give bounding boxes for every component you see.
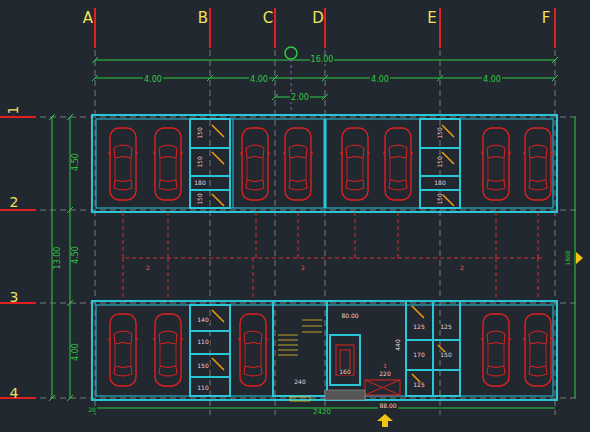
axis-tick [0, 8, 555, 398]
dimension: 4.00 [370, 76, 390, 84]
axis-label: 1 [6, 105, 20, 116]
dimension: 2.00 [290, 94, 310, 102]
north-mark [285, 47, 297, 59]
entrance-arrow [377, 414, 393, 427]
axis-line [291, 59, 292, 112]
dimension: 4.50 [72, 245, 80, 265]
room-size: 150 [439, 352, 452, 358]
room-size: 170 [412, 352, 425, 358]
axis-label: B [197, 11, 209, 26]
drain-line [123, 212, 545, 301]
ramp [325, 390, 365, 400]
room-size: 150 [196, 363, 209, 369]
callout-number: 2 [300, 265, 306, 271]
room-size: 240 [293, 379, 306, 385]
door [212, 125, 454, 386]
axis-label: C [262, 11, 274, 26]
room-size: 440 [395, 338, 401, 351]
car [108, 128, 553, 386]
room-size: 150 [197, 155, 203, 168]
entrance-arrow [576, 252, 583, 264]
dimension: 1860 [565, 249, 571, 266]
dimension: 16.00 [310, 56, 335, 64]
room-size: 140 [196, 317, 209, 323]
axis-label: A [82, 11, 94, 26]
room-size: 180 [193, 180, 206, 186]
room-size: 125 [439, 324, 452, 330]
axis-label: 2 [9, 195, 20, 209]
room-size: 125 [412, 324, 425, 330]
axis-label: 4 [9, 386, 20, 400]
callout-number: 2 [459, 265, 465, 271]
level-mark: 80.00 [340, 313, 359, 319]
elevator [336, 345, 400, 395]
dimension: 4.50 [72, 152, 80, 172]
room-size: 125 [412, 382, 425, 388]
room-size: 150 [437, 192, 443, 205]
axis-label: 3 [9, 290, 20, 304]
room-size: 110 [196, 339, 209, 345]
room-size: 160 [338, 369, 351, 375]
dimension: 2420 [312, 409, 332, 416]
dimension: 20 [87, 407, 97, 413]
dimension: 4.00 [249, 76, 269, 84]
level-mark: 88.00 [378, 403, 397, 409]
room-size: 150 [197, 126, 203, 139]
callout-number: 2 [145, 265, 151, 271]
dimension: 4.00 [482, 76, 502, 84]
axis-label: F [541, 11, 552, 26]
room-size: 150 [437, 155, 443, 168]
grid-line [30, 50, 580, 415]
dimension: 4.00 [72, 342, 80, 362]
dimension: 13.00 [54, 246, 62, 271]
axis-label: E [426, 11, 437, 26]
room-size: 220 [378, 371, 391, 377]
stair [278, 320, 322, 401]
room-size: 150 [437, 126, 443, 139]
axis-label: D [311, 11, 325, 26]
dimension: 4.00 [143, 76, 163, 84]
dimension-line [49, 57, 575, 408]
room-size: 150 [197, 192, 203, 205]
callout-number: 1 [382, 363, 388, 369]
room-size: 180 [433, 180, 446, 186]
room-size: 110 [196, 385, 209, 391]
wall [92, 115, 557, 400]
